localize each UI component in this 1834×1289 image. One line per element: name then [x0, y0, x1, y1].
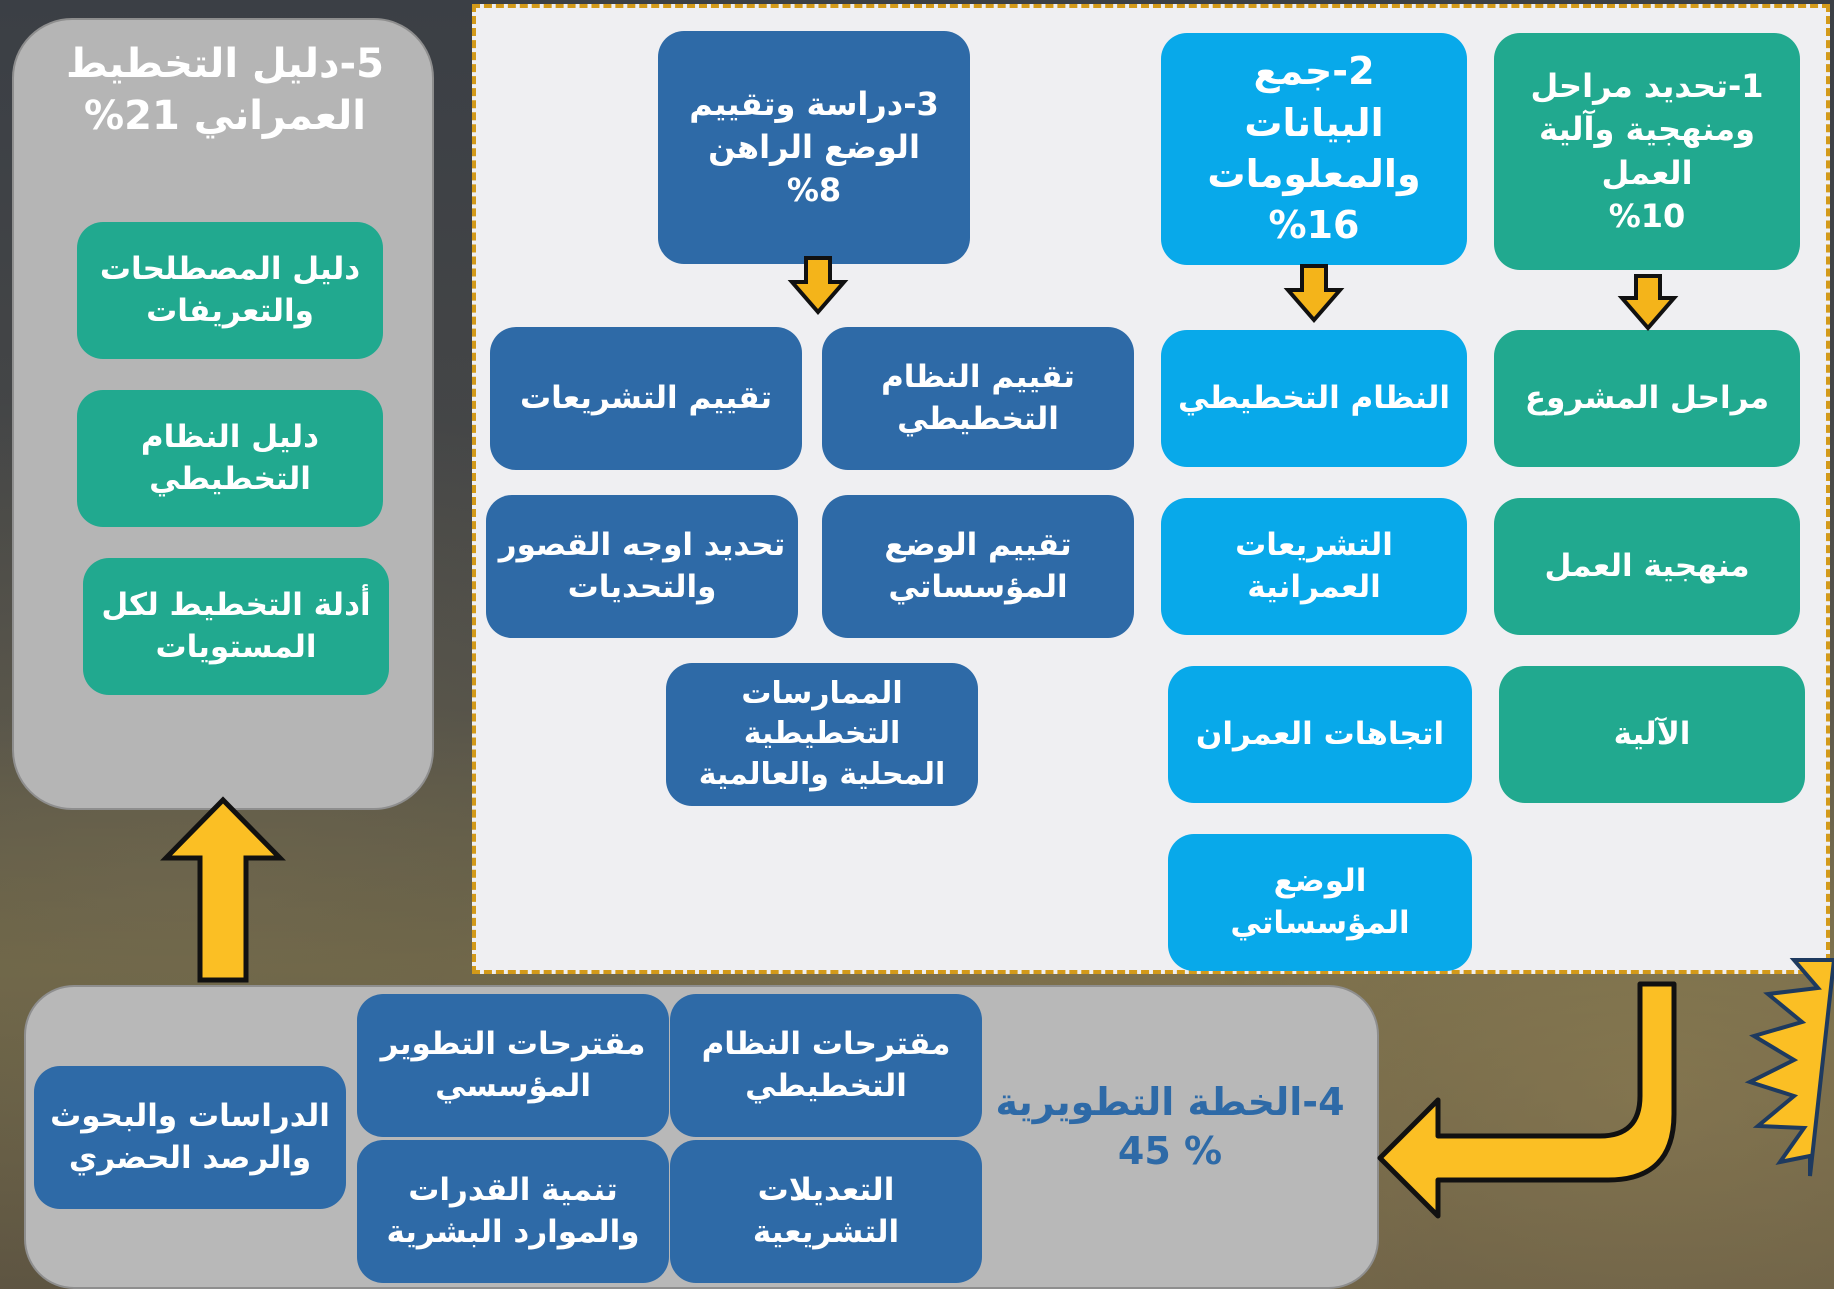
step5-header: 5-دليل التخطيط العمراني 21%	[66, 41, 384, 139]
step4-header: 4-الخطة التطويرية % 45	[995, 1080, 1345, 1174]
step5-item: دليل المصطلحات والتعريفات	[77, 222, 383, 359]
down-arrow-icon	[1283, 264, 1345, 324]
step5-item: دليل النظام التخطيطي	[77, 390, 383, 527]
step3-item: تقييم التشريعات	[490, 327, 802, 470]
step1-header: 1-تحديد مراحل ومنهجية وآلية العمل %10	[1494, 33, 1800, 270]
step2-item: اتجاهات العمران	[1168, 666, 1472, 803]
step5-item: أدلة التخطيط لكل المستويات	[83, 558, 389, 695]
up-arrow-icon	[160, 796, 286, 983]
step1-item: مراحل المشروع	[1494, 330, 1800, 467]
step4-item: مقترحات التطوير المؤسسي	[357, 994, 669, 1137]
step2-header: 2-جمع البيانات والمعلومات %16	[1161, 33, 1467, 265]
step3-item: الممارسات التخطيطية المحلية والعالمية	[666, 663, 978, 806]
curved-arrow-icon	[1377, 981, 1677, 1219]
step1-item: الآلية	[1499, 666, 1805, 803]
step4-item: تنمية القدرات والموارد البشرية	[357, 1140, 669, 1283]
starburst-icon	[1744, 958, 1834, 1177]
step3-item: تقييم الوضع المؤسساتي	[822, 495, 1134, 638]
step2-item: النظام التخطيطي	[1161, 330, 1467, 467]
down-arrow-icon	[1617, 274, 1679, 332]
step4-item: مقترحات النظام التخطيطي	[670, 994, 982, 1137]
step2-item: التشريعات العمرانية	[1161, 498, 1467, 635]
step1-item: منهجية العمل	[1494, 498, 1800, 635]
step3-header: 3-دراسة وتقييم الوضع الراهن %8	[658, 31, 970, 264]
step4-item: الدراسات والبحوث والرصد الحضري	[34, 1066, 346, 1209]
step2-item: الوضع المؤسساتي	[1168, 834, 1472, 971]
down-arrow-icon	[787, 256, 849, 316]
step3-item: تقييم النظام التخطيطي	[822, 327, 1134, 470]
step4-item: التعديلات التشريعية	[670, 1140, 982, 1283]
step3-item: تحديد اوجه القصور والتحديات	[486, 495, 798, 638]
